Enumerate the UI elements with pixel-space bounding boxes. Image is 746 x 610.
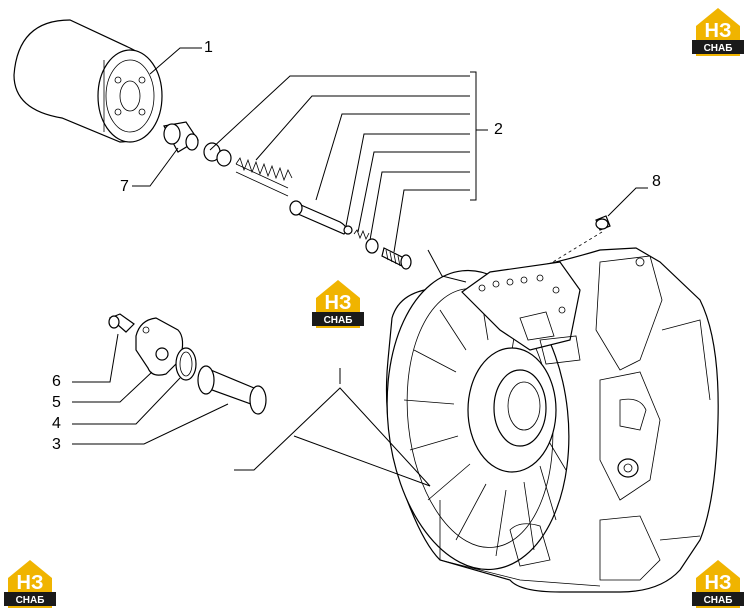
- part-threaded-nipple: [163, 121, 199, 153]
- logo-word: СНАБ: [704, 43, 733, 54]
- valve-ball: [343, 225, 353, 235]
- callout-1: 1: [204, 39, 213, 56]
- logo-letters: НЗ: [325, 292, 352, 314]
- logo-word: СНАБ: [704, 595, 733, 606]
- valve-screw: [381, 247, 412, 270]
- logo-bottom-left: НЗ СНАБ: [4, 560, 56, 608]
- logo-top-right: НЗ СНАБ: [692, 8, 744, 56]
- callout-labels: 1 2 3 4 5 6 7 8: [52, 39, 661, 453]
- part-cover-plate: [135, 317, 184, 376]
- leader-lines: [72, 47, 648, 487]
- logo-letters: НЗ: [17, 572, 44, 594]
- part-sleeve: [197, 365, 267, 415]
- part-valve-assembly: [203, 142, 412, 270]
- callout-4: 4: [52, 415, 61, 432]
- logo-bottom-right: НЗ СНАБ: [692, 560, 744, 608]
- logo-word: СНАБ: [16, 595, 45, 606]
- logo-letters: НЗ: [705, 572, 732, 594]
- callout-5: 5: [52, 394, 61, 411]
- callout-2: 2: [494, 121, 503, 138]
- logo-letters: НЗ: [705, 20, 732, 42]
- valve-spring: [235, 157, 293, 197]
- part-oil-filter: [13, 19, 163, 143]
- logo-center: НЗ СНАБ: [312, 280, 364, 328]
- callout-3: 3: [52, 436, 61, 453]
- callout-6: 6: [52, 373, 61, 390]
- valve-small-spring: [353, 229, 370, 240]
- callout-7: 7: [120, 178, 129, 195]
- housing-ribs: [403, 289, 567, 557]
- valve-washer: [365, 238, 379, 254]
- part-bolt: [108, 313, 135, 333]
- part-o-ring: [175, 347, 197, 381]
- callout-8: 8: [652, 173, 661, 190]
- transmission-housing: [385, 247, 719, 593]
- part-plug: [519, 215, 611, 283]
- logo-word: СНАБ: [324, 315, 353, 326]
